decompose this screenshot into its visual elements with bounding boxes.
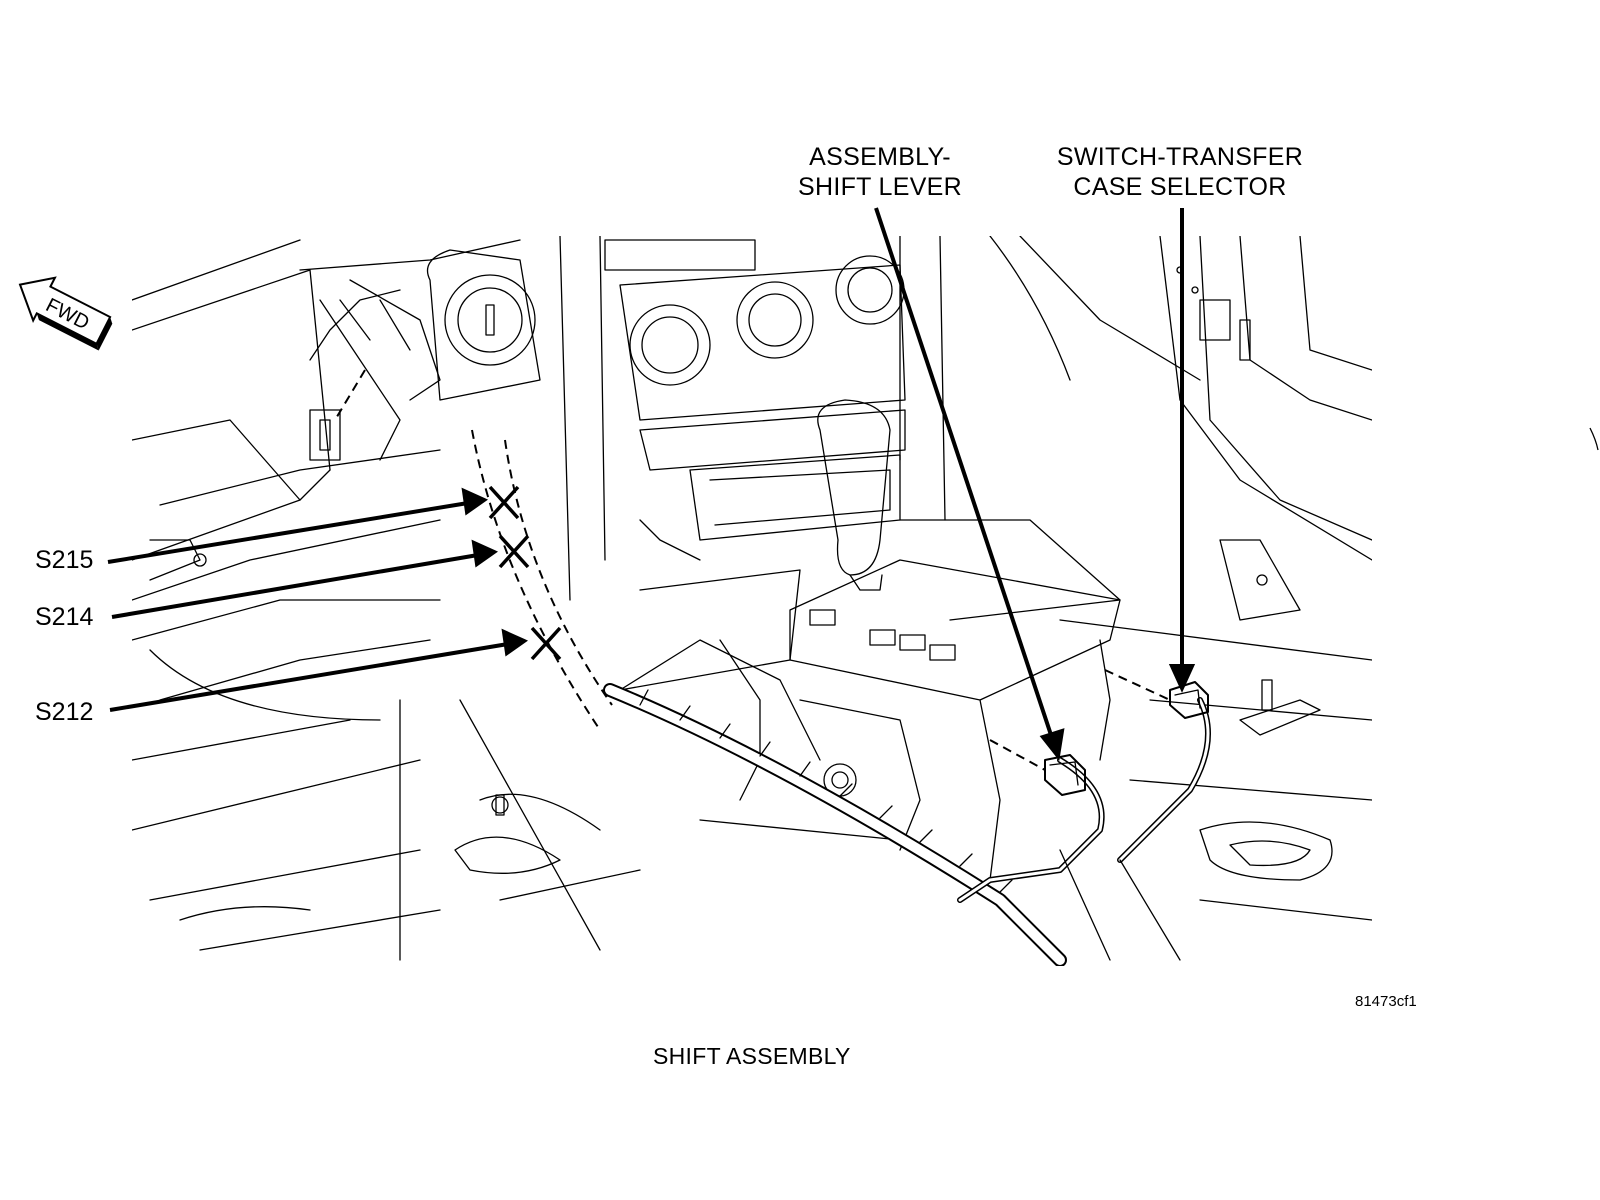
splice-label-s215: S215 <box>35 546 94 574</box>
splice-label-s212: S212 <box>35 698 94 726</box>
ignition-lock-cylinder <box>426 249 541 401</box>
fwd-arrow-icon: FWD <box>18 276 113 351</box>
transfer-switch-callout-line1: SWITCH-TRANSFER <box>1056 143 1304 171</box>
shift-lever-connector <box>1044 754 1086 796</box>
shift-lever-knob <box>817 399 1121 621</box>
edge-mark <box>1589 427 1599 451</box>
figure-caption: SHIFT ASSEMBLY <box>653 1043 851 1069</box>
wiring-harness <box>603 683 1211 966</box>
right-trim-panel <box>989 236 1372 921</box>
transfer-switch-callout: SWITCH-TRANSFER CASE SELECTOR <box>1030 142 1330 202</box>
leader-lines <box>107 207 1196 761</box>
shift-lever-callout-line2: SHIFT LEVER <box>798 173 962 201</box>
shift-lever-callout-line1: ASSEMBLY- <box>809 143 951 171</box>
shift-lever-callout: ASSEMBLY- SHIFT LEVER <box>780 142 980 202</box>
splice-label-s214: S214 <box>35 603 94 631</box>
floor-pan <box>132 699 641 961</box>
shifter-bezel <box>619 559 1121 881</box>
figure-id: 81473cf1 <box>1355 993 1417 1010</box>
instrument-panel-left <box>132 239 521 761</box>
center-stack-hvac <box>559 236 946 601</box>
harness-route-dashed <box>334 369 1171 771</box>
transfer-switch-callout-line2: CASE SELECTOR <box>1073 173 1287 201</box>
transfer-case-switch-connector <box>1169 681 1209 719</box>
splice-markers <box>488 485 562 661</box>
